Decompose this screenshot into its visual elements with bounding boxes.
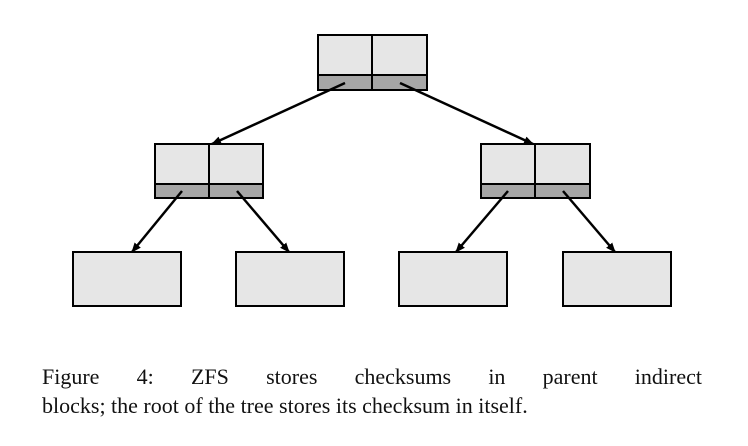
root-right-checksum	[371, 74, 428, 91]
caption-line-1: Figure 4: ZFS stores checksums in parent…	[42, 364, 702, 389]
arrow-root-to-right-indirect	[399, 81, 534, 146]
data-block-2	[235, 251, 345, 307]
left-indirect-right-checksum	[208, 183, 264, 199]
right-indirect-right-cell	[534, 143, 591, 185]
right-indirect-right-checksum	[534, 183, 591, 199]
arrow-right-indirect-to-data-4	[562, 190, 616, 253]
caption-line-2: blocks; the root of the tree stores its …	[42, 393, 528, 418]
data-block-1	[72, 251, 182, 307]
arrow-right-indirect-to-data-3	[455, 190, 509, 253]
left-indirect-right-cell	[208, 143, 264, 185]
root-left-cell	[317, 34, 373, 76]
right-indirect-left-cell	[480, 143, 536, 185]
data-block-3	[398, 251, 508, 307]
root-right-cell	[371, 34, 428, 76]
right-indirect-block	[480, 143, 591, 199]
zfs-checksum-tree-diagram	[72, 34, 672, 307]
root-block	[317, 34, 428, 91]
arrow-left-indirect-to-data-1	[131, 190, 183, 253]
arrow-left-indirect-to-data-2	[236, 190, 290, 253]
figure-caption: Figure 4: ZFS stores checksums in parent…	[42, 362, 702, 420]
root-left-checksum	[317, 74, 373, 91]
data-block-4	[562, 251, 672, 307]
left-indirect-block	[154, 143, 264, 199]
arrow-root-to-left-indirect	[211, 81, 346, 146]
left-indirect-left-cell	[154, 143, 210, 185]
